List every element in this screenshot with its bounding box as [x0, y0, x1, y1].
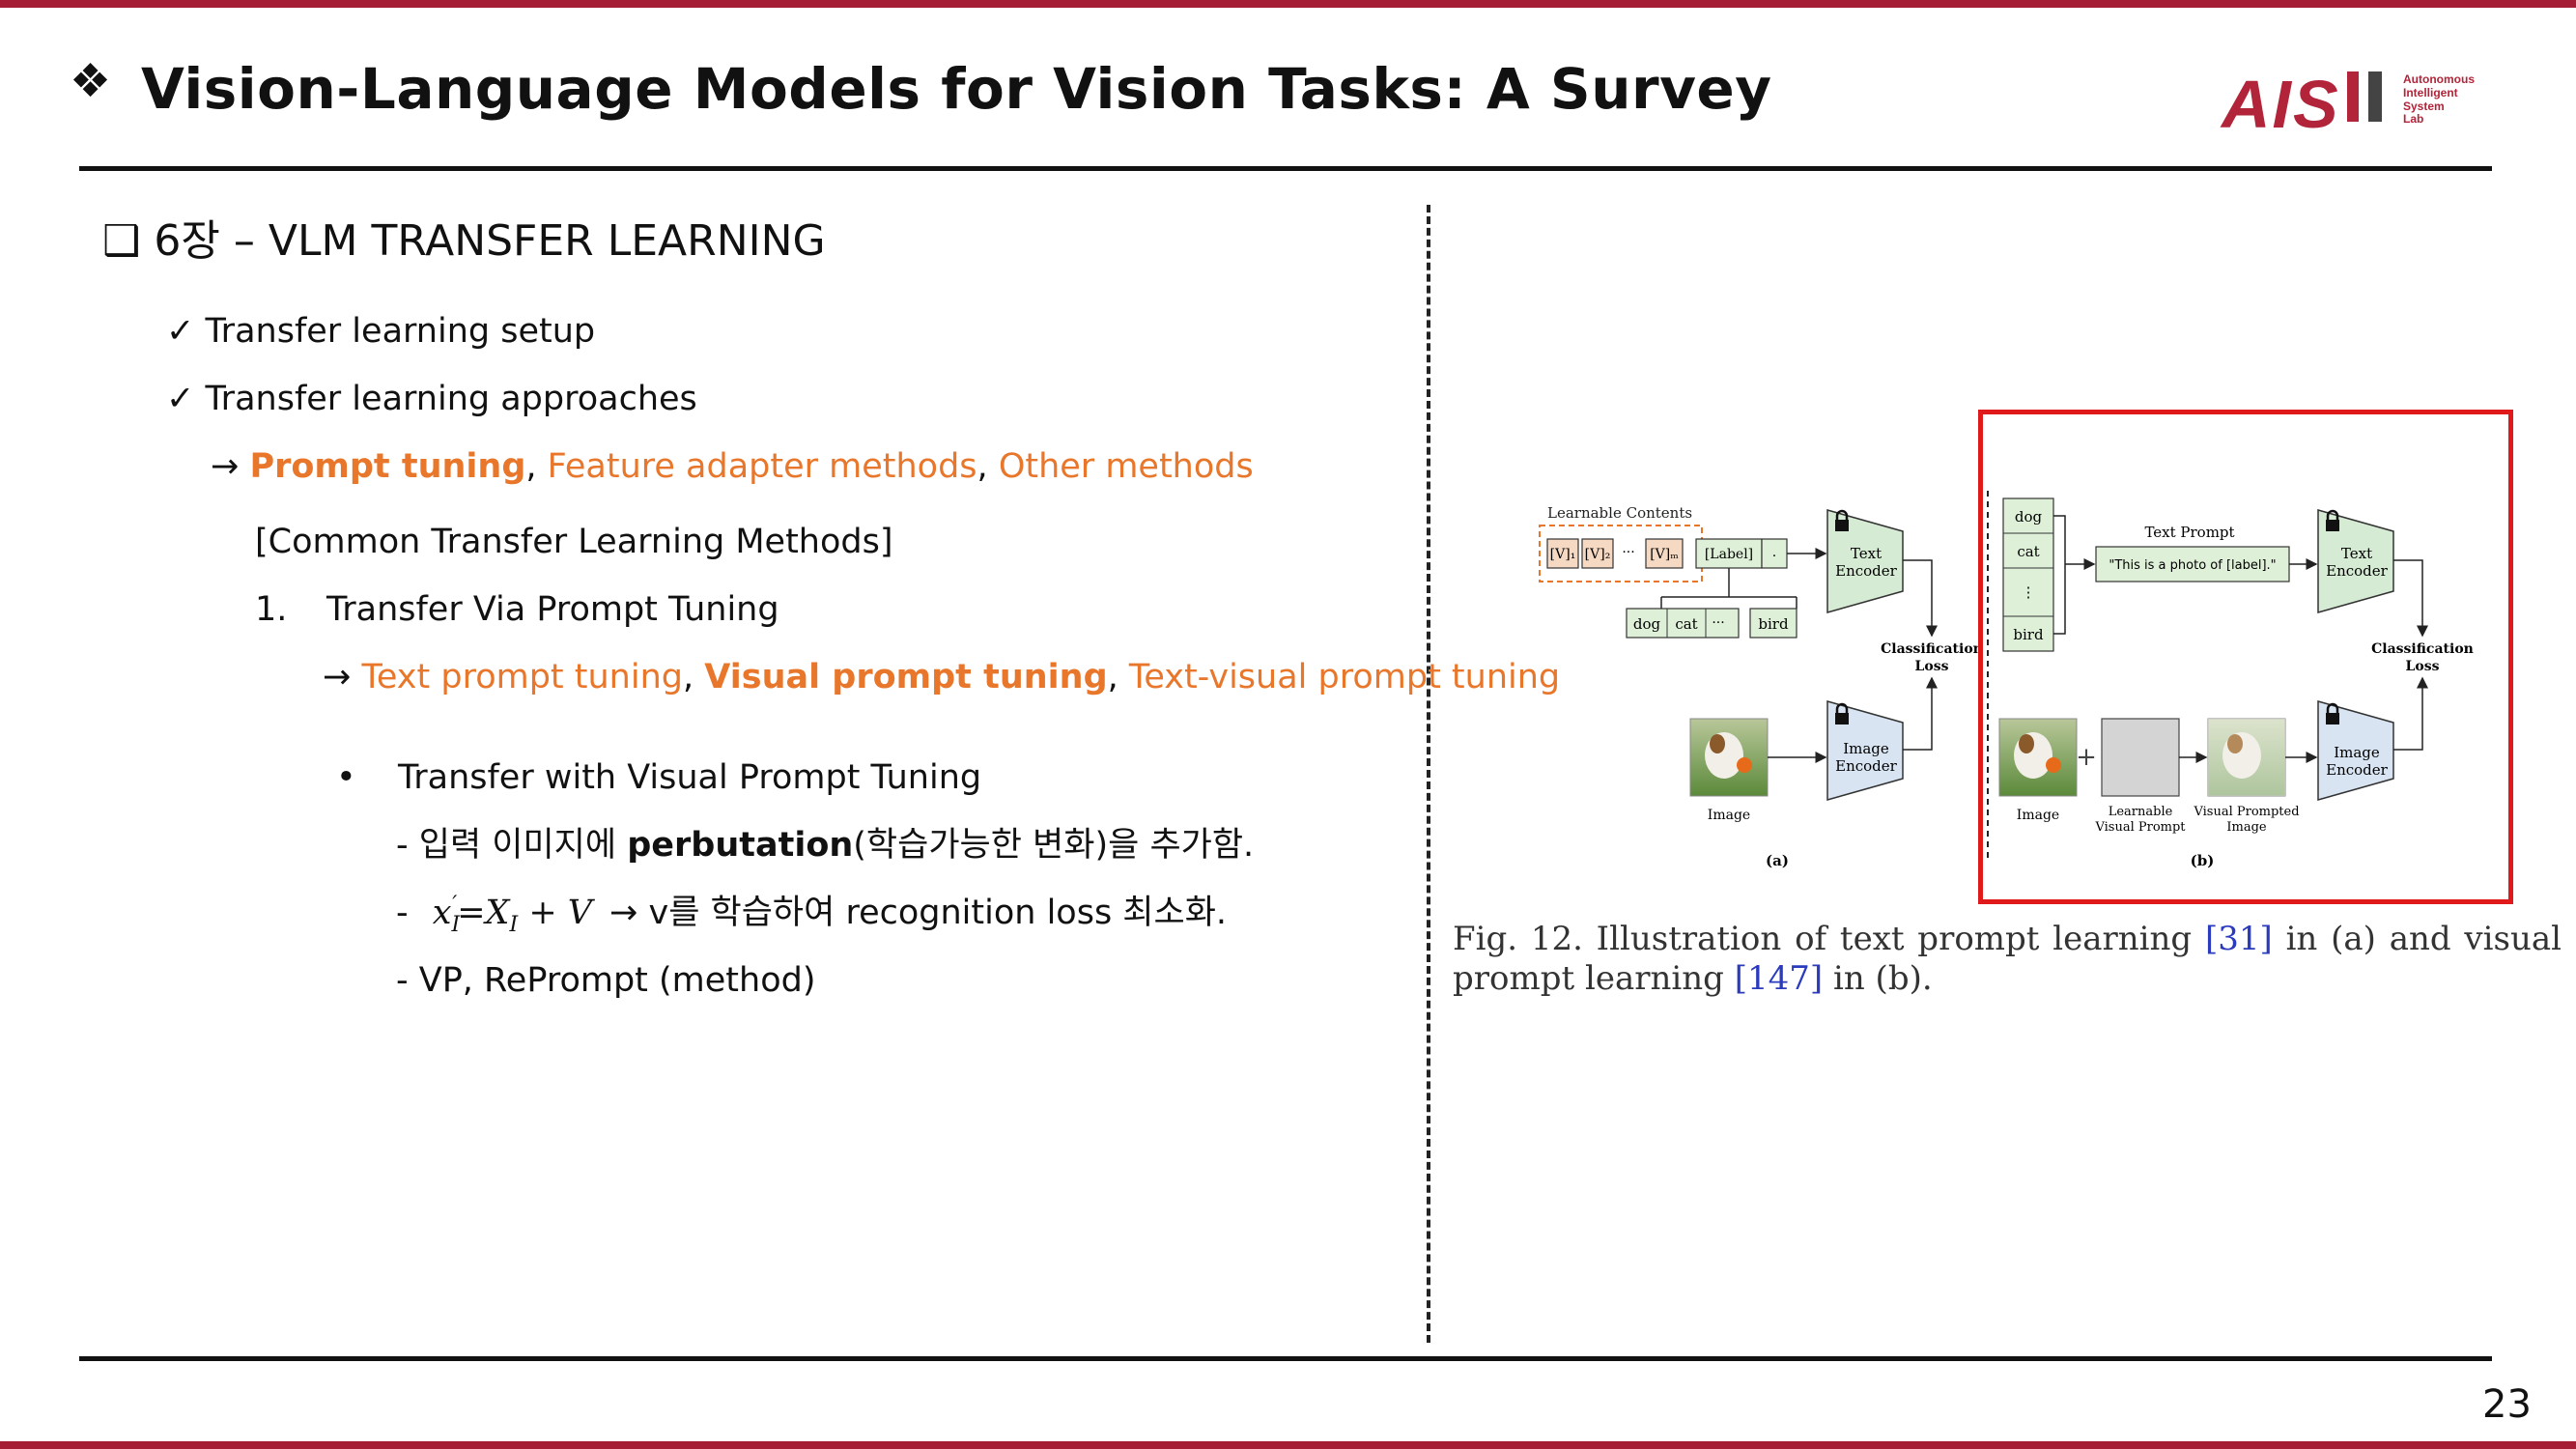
section-heading: ❑ 6장 – VLM TRANSFER LEARNING	[102, 216, 826, 266]
learnable-visual-prompt	[2101, 718, 2180, 797]
svg-text:Encoder: Encoder	[2326, 562, 2389, 580]
page-number: 23	[2482, 1382, 2532, 1427]
plus-icon: +	[2076, 743, 2097, 772]
svg-text:Encoder: Encoder	[1835, 757, 1898, 775]
token-period	[1761, 538, 1788, 569]
svg-text:Classification: Classification	[2371, 641, 2474, 657]
numbered-item-text: Transfer Via Prompt Tuning	[326, 590, 779, 629]
footer-divider	[79, 1356, 2492, 1361]
text-encoder-a	[1826, 509, 1904, 613]
svg-text:cat: cat	[1675, 615, 1697, 633]
svg-text:(a): (a)	[1766, 852, 1789, 869]
detail-line-formula: - xI′=XI + V→ v를 학습하여 recognition loss 최…	[396, 893, 1228, 937]
token-label	[1695, 538, 1763, 569]
highlight-box	[1978, 410, 2513, 904]
formula: xI′=XI + V	[432, 893, 593, 937]
svg-text:Text Prompt: Text Prompt	[2144, 524, 2234, 541]
learnable-contents-box	[1539, 525, 1703, 582]
lock-icon	[1835, 713, 1849, 724]
class-list-b	[2002, 497, 2054, 652]
svg-text:[Label]: [Label]	[1705, 547, 1753, 562]
svg-text:⋮: ⋮	[2022, 583, 2036, 601]
svg-text:Text: Text	[2341, 545, 2372, 562]
approaches-line: → Prompt tuning, Feature adapter methods…	[211, 447, 1254, 486]
lock-icon	[2326, 520, 2339, 531]
token-vm	[1645, 538, 1684, 569]
ais-logo-text: AIS	[2222, 67, 2340, 142]
approach-feature-adapter: Feature adapter methods	[547, 447, 977, 486]
prompt-types-line: → Text prompt tuning, Visual prompt tuni…	[323, 658, 1561, 696]
column-divider	[1427, 205, 1430, 1343]
svg-text:bird: bird	[1758, 615, 1789, 633]
logo-bar-red	[2347, 71, 2359, 122]
type-text-visual-prompt: Text-visual prompt tuning	[1128, 658, 1561, 696]
svg-text:Image: Image	[2334, 744, 2380, 761]
figure-caption: Fig. 12. Illustration of text prompt lea…	[1453, 920, 2562, 999]
svg-text:Image: Image	[1843, 740, 1889, 757]
svg-text:dog: dog	[2015, 508, 2043, 526]
svg-text:[V]₂: [V]₂	[1585, 547, 1611, 562]
text-encoder-b	[2317, 509, 2394, 613]
citation-147[interactable]: [147]	[1734, 959, 1824, 999]
svg-text:bird: bird	[2013, 626, 2044, 643]
svg-text:Loss: Loss	[2406, 659, 2440, 674]
svg-text:···: ···	[1622, 545, 1634, 560]
svg-text:Loss: Loss	[1915, 659, 1949, 674]
check-item-approaches: ✓ Transfer learning approaches	[166, 380, 697, 418]
title-bullet-icon: ❖	[70, 54, 112, 108]
svg-text:Image: Image	[2017, 808, 2059, 823]
approach-prompt-tuning: Prompt tuning	[249, 447, 526, 486]
bottom-accent-bar	[0, 1441, 2576, 1449]
image-encoder-a	[1826, 700, 1904, 801]
svg-text:(b): (b)	[2191, 852, 2215, 869]
numbered-index: 1.	[255, 590, 288, 629]
token-v2	[1581, 538, 1614, 569]
svg-text:Learnable: Learnable	[2109, 805, 2173, 819]
detail-line-methods: - VP, RePrompt (method)	[396, 961, 816, 1000]
svg-text:···: ···	[1712, 615, 1724, 631]
svg-text:Image: Image	[2226, 820, 2267, 835]
logo-lab-name: Autonomous Intelligent System Lab	[2403, 72, 2475, 127]
check-item-setup: ✓ Transfer learning setup	[166, 312, 596, 351]
svg-text:[V]ₘ: [V]ₘ	[1650, 547, 1679, 562]
image-encoder-b	[2317, 700, 2394, 801]
svg-text:dog: dog	[1633, 615, 1661, 633]
svg-text:Encoder: Encoder	[1835, 562, 1898, 580]
text-prompt-box	[2095, 546, 2290, 582]
slide-title: Vision-Language Models for Vision Tasks:…	[141, 56, 1772, 122]
svg-text:[V]₁: [V]₁	[1550, 547, 1576, 562]
type-text-prompt: Text prompt tuning	[361, 658, 683, 696]
detail-line-perturbation: - 입력 이미지에 perbutation(학습가능한 변화)을 추가함.	[396, 826, 1255, 865]
svg-text:.: .	[1772, 545, 1776, 560]
svg-text:cat: cat	[2017, 543, 2039, 560]
top-accent-bar	[0, 0, 2576, 8]
svg-text:Image: Image	[1708, 808, 1750, 823]
bullet-text: Transfer with Visual Prompt Tuning	[398, 758, 982, 797]
svg-text:Visual Prompted: Visual Prompted	[2193, 805, 2299, 819]
class-list-a	[1626, 608, 1740, 639]
header-divider	[79, 166, 2492, 171]
approach-other: Other methods	[998, 447, 1254, 486]
logo-bar-gray	[2368, 71, 2382, 122]
common-methods-heading: [Common Transfer Learning Methods]	[255, 523, 893, 561]
bullet-icon: •	[336, 758, 356, 797]
citation-31[interactable]: [31]	[2204, 920, 2273, 958]
type-visual-prompt: Visual prompt tuning	[704, 658, 1108, 696]
token-v1	[1546, 538, 1579, 569]
lock-icon	[1835, 520, 1849, 531]
svg-text:Visual Prompt: Visual Prompt	[2094, 820, 2186, 835]
svg-text:Classification: Classification	[1881, 641, 1983, 657]
svg-text:Text: Text	[1851, 545, 1882, 562]
prompt-learning-figure: Learnable Contents [V]₁ [V]₂ ··· [V]ₘ [L…	[1539, 491, 2474, 869]
svg-text:"This is a photo of [label].": "This is a photo of [label]."	[2109, 558, 2276, 573]
learnable-contents-label: Learnable Contents	[1547, 504, 1692, 522]
svg-text:Encoder: Encoder	[2326, 761, 2389, 779]
lock-icon	[2326, 713, 2339, 724]
